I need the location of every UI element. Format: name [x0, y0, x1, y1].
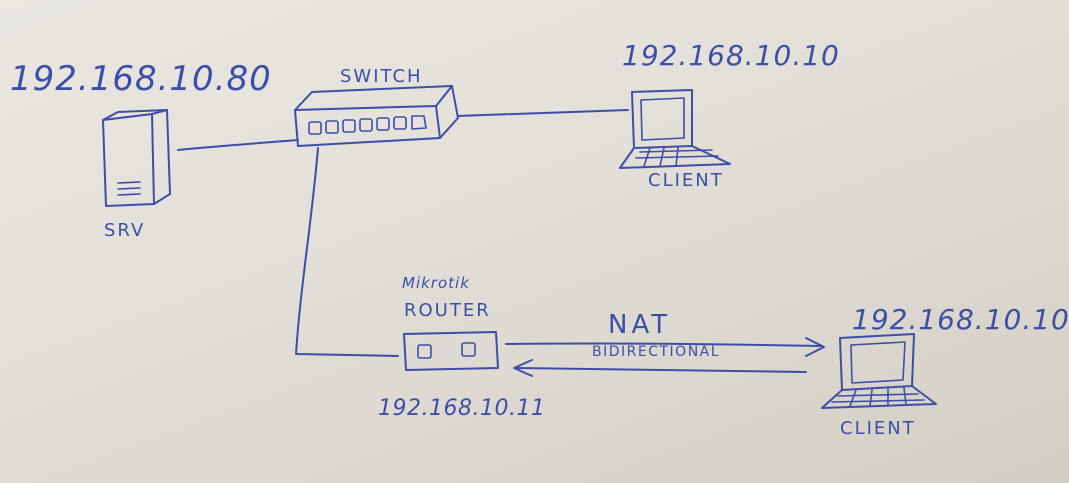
switch-icon: [294, 85, 459, 147]
router-ip-label: 192.168.10.11: [378, 396, 546, 421]
router-icon: [403, 331, 499, 371]
client-right-ip-label: 192.168.10.10: [852, 303, 1069, 336]
laptop-icon-top: [619, 89, 731, 169]
link-switch-client-top: [457, 109, 629, 117]
switch-label: SWITCH: [340, 66, 423, 87]
client-right-label: CLIENT: [840, 418, 916, 439]
laptop-icon-right: [821, 333, 937, 409]
client-top-ip-label: 192.168.10.10: [622, 39, 840, 72]
router-vendor-label: Mikrotik: [402, 274, 470, 292]
nat-mode-label: BIDIRECTIONAL: [592, 344, 721, 360]
client-top-label: CLIENT: [648, 170, 724, 191]
link-switch-router: [295, 147, 399, 357]
link-server-switch: [177, 139, 299, 151]
router-label: ROUTER: [404, 300, 491, 321]
server-ip-label: 192.168.10.80: [10, 59, 272, 99]
nat-label: NAT: [608, 310, 672, 340]
nat-arrows: [505, 337, 825, 377]
server-label: SRV: [104, 220, 146, 241]
server-icon: [102, 109, 171, 207]
